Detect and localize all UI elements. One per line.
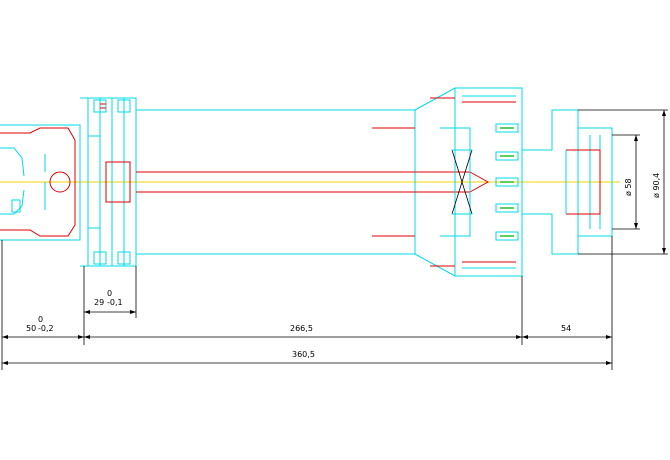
nose-length-value: 54 — [561, 324, 571, 333]
tool-body — [136, 109, 490, 255]
overall-length-value: 360,5 — [292, 350, 315, 359]
clamp-head — [414, 87, 523, 277]
shank-length-value: 50 — [26, 324, 36, 333]
flange-bore — [105, 161, 131, 203]
cross-mark — [451, 149, 473, 215]
extension-lines — [1, 109, 668, 370]
flange-tol-upper: 0 — [107, 289, 112, 298]
tool-shank — [0, 124, 81, 241]
flange-tol-lower: -0,1 — [107, 298, 123, 307]
shank-tol-lower: -0,2 — [38, 324, 54, 333]
outer-diameter-value: ø 90,4 — [652, 173, 661, 198]
flange-width-value: 29 — [94, 298, 104, 307]
tool-nose — [522, 109, 613, 255]
dimension-lines — [2, 110, 665, 364]
shank-tol-upper: 0 — [38, 315, 43, 324]
dimension-arrows — [2, 110, 666, 365]
inner-diameter-value: ø 58 — [624, 178, 633, 196]
shank-bore-circle — [49, 171, 71, 193]
body-length-value: 266,5 — [290, 324, 313, 333]
